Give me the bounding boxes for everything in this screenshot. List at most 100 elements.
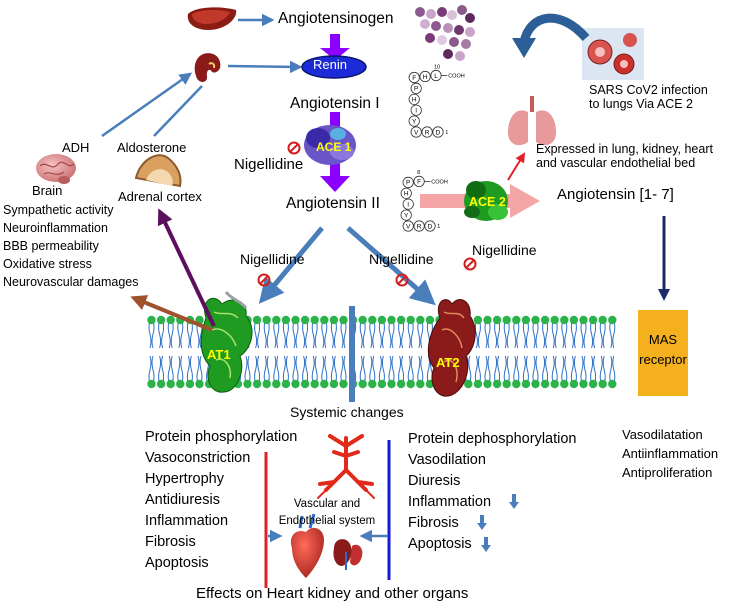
mas-effect-item: Vasodilatation [622, 427, 703, 442]
angiotensin-1-label: Angiotensin I [290, 95, 380, 112]
peptide-residue [410, 104, 422, 116]
brain-effect-item: Sympathetic activity [3, 203, 114, 217]
renin-label: Renin [313, 57, 347, 72]
membrane-divider [349, 306, 355, 402]
lipid-head [540, 379, 550, 389]
down-arrow-icon [509, 502, 519, 509]
kidney-bottom-icon [333, 539, 363, 570]
lipid-head [377, 379, 387, 389]
peptide-residue-letter: P [414, 86, 418, 93]
nigellidine-label-ace2: Nigellidine [472, 242, 537, 258]
peptide-residue-letter: V [414, 129, 419, 136]
peptide-residue-letter: D [436, 129, 441, 136]
down-arrow-icon [480, 515, 484, 523]
lipid-head [291, 315, 300, 325]
brain-effect-item: BBB permeability [3, 239, 99, 253]
ace2-protein [464, 181, 508, 221]
mas-receptor-box [638, 310, 688, 396]
peptide-residue [402, 198, 414, 210]
peptide-residue-letter: Y [404, 212, 409, 219]
ace1-protein [304, 125, 356, 165]
lipid-head [310, 315, 319, 325]
peptide-end-number: 8 [417, 170, 420, 176]
peptide-residue [430, 69, 442, 82]
inhibition-icon [257, 273, 271, 287]
lipid-head [300, 379, 310, 389]
infection-curved-arrow-head [512, 38, 536, 58]
at2-label: AT2 [436, 355, 460, 370]
expression-caption-line-2: and vascular endothelial bed [536, 156, 696, 171]
lipid-head [406, 315, 415, 325]
sars-cov2-virus-icon [582, 28, 644, 80]
at1-effect-item: Apoptosis [145, 555, 209, 571]
peptide-residue-letter: H [412, 97, 417, 104]
lipid-head [166, 315, 175, 325]
at2-effect-item: Apoptosis [408, 536, 472, 552]
lipid-head [502, 315, 511, 325]
adh-to-kidney-arrow [101, 72, 193, 138]
lipid-head [243, 379, 252, 389]
lipid-head [540, 315, 550, 325]
brain-effects-list: Sympathetic activity Neuroinflammation B… [3, 201, 139, 291]
peptide-residue-letter: I [415, 108, 417, 115]
peptide-residue-letter: D [428, 223, 433, 230]
adh-label: ADH [62, 140, 90, 155]
lipid-head [320, 315, 329, 325]
peptide-residue [408, 71, 420, 84]
brain-effect-item: Neuroinflammation [3, 221, 108, 235]
peptide-end-number: 10 [434, 64, 440, 70]
lipid-head [310, 379, 319, 389]
at1-effect-item: Protein phosphorylation [145, 429, 298, 445]
lipid-head [156, 379, 166, 389]
peptide-residue-letter: L [434, 73, 438, 80]
brain-icon [36, 154, 76, 184]
lipid-head [147, 315, 156, 325]
at1-effects-list: Protein phosphorylation Vasoconstriction… [145, 427, 297, 574]
lipid-head [272, 315, 281, 325]
peptide-residue [424, 220, 436, 232]
peptide-residue [410, 82, 422, 95]
expression-caption: Expressed in lung, kidney, heart and vas… [536, 142, 713, 171]
lipid-head [166, 379, 175, 389]
peptide-chain-image [415, 5, 475, 61]
adrenal-cortex-icon [134, 154, 182, 188]
footer-caption: Effects on Heart kidney and other organs [196, 585, 469, 602]
lipid-head [368, 379, 377, 389]
peptide-start-number: 1 [445, 130, 448, 136]
lipid-head [358, 315, 367, 325]
peptide-residue [419, 70, 431, 83]
peptide-residue [408, 115, 420, 127]
lipid-head [598, 379, 607, 389]
lipid-head [358, 379, 367, 389]
peptide-residue-letter: F [417, 179, 421, 186]
lipid-head [588, 315, 598, 325]
decrease-indicators [477, 494, 519, 552]
inhibition-icon [463, 257, 477, 271]
vascular-label-line-1: Vascular and [293, 498, 361, 510]
kidney-icon [194, 53, 221, 82]
angiotensinogen-label: Angiotensinogen [278, 10, 394, 27]
lipid-head [569, 315, 579, 325]
mas-effect-item: Antiproliferation [622, 465, 713, 480]
at1-receptor [200, 291, 253, 393]
lipid-head [185, 379, 195, 389]
aldosterone-to-kidney-line [153, 85, 203, 137]
inhibition-icon [287, 141, 301, 155]
lipid-head [492, 379, 502, 389]
lipid-head [483, 315, 492, 325]
lipid-head [320, 379, 329, 389]
lipid-head [579, 315, 588, 325]
lipid-head [473, 315, 483, 325]
lungs-icon [508, 96, 556, 146]
ace1-label: ACE 1 [316, 140, 352, 154]
ang2-to-at2-arrow [346, 226, 436, 306]
ace2-label: ACE 2 [469, 195, 506, 209]
at2-receptor [427, 299, 476, 397]
lipid-head [608, 315, 617, 325]
heart-icon [290, 513, 324, 578]
peptide-residue [410, 126, 422, 138]
peptide-residue-letter: V [406, 223, 411, 230]
lipid-head [176, 379, 185, 389]
